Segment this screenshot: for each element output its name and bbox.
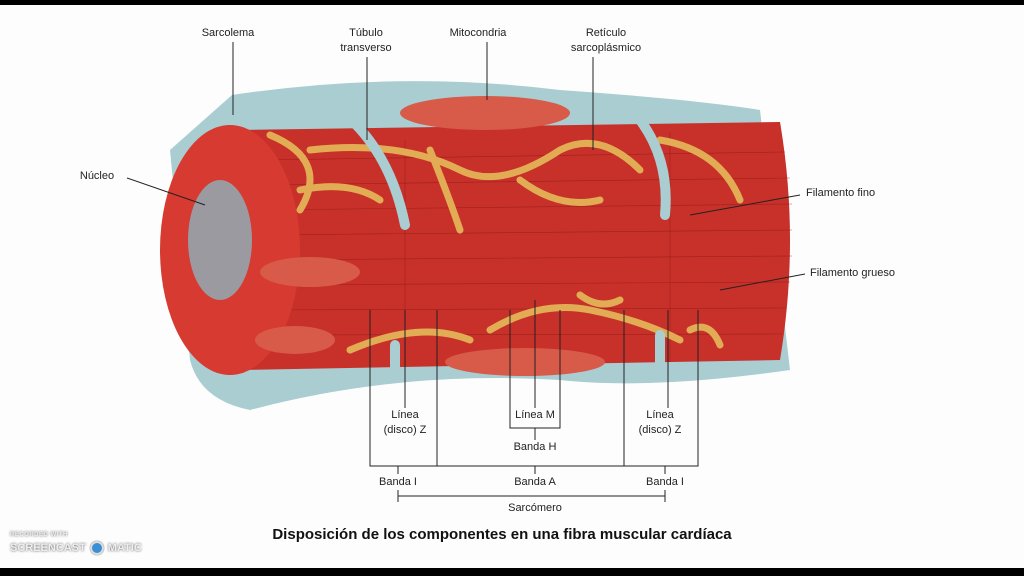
label-banda-i-left: Banda I <box>379 476 417 488</box>
label-reticulo-line2: sarcoplásmico <box>570 42 642 54</box>
label-linea-z-left-line1: Línea <box>391 409 419 421</box>
label-sarcomero: Sarcómero <box>508 502 562 514</box>
label-filamento-fino: Filamento fino <box>806 187 876 199</box>
label-reticulo-line1: Retículo <box>585 27 627 39</box>
watermark-left-text: SCREENCAST <box>10 542 86 554</box>
nucleus <box>188 180 252 300</box>
label-sarcolema: Sarcolema <box>201 27 255 39</box>
label-reticulo: Retículo sarcoplásmico <box>571 26 641 56</box>
screencast-watermark: RECORDED WITH SCREENCAST MATIC <box>10 532 142 555</box>
bottom-letterbox <box>0 568 1024 576</box>
label-linea-z-left: Línea (disco) Z <box>384 408 427 438</box>
figure-caption: Disposición de los componentes en una fi… <box>272 526 732 543</box>
label-tubulo: Túbulo transverso <box>340 26 391 56</box>
record-icon <box>89 541 104 555</box>
watermark-right-text: MATIC <box>107 542 142 554</box>
mitochondrion <box>400 96 570 130</box>
leader-lines <box>126 42 806 502</box>
label-linea-z-right: Línea (disco) Z <box>639 408 682 438</box>
label-linea-z-left-line2: (disco) Z <box>383 424 427 436</box>
label-tubulo-line2: transverso <box>340 42 392 54</box>
label-linea-z-right-line1: Línea <box>646 409 674 421</box>
label-banda-i-right: Banda I <box>646 476 684 488</box>
watermark-small-text: RECORDED WITH <box>10 532 68 538</box>
sarcoplasmic-reticulum <box>266 131 744 354</box>
mitochondrion <box>255 326 335 354</box>
label-tubulo-line1: Túbulo <box>349 27 383 39</box>
label-linea-z-right-line2: (disco) Z <box>638 424 682 436</box>
mitochondrion <box>260 257 360 287</box>
label-nucleo: Núcleo <box>79 170 115 182</box>
mitochondrion <box>445 348 605 376</box>
transverse-tubules <box>335 105 671 380</box>
label-filamento-grueso: Filamento grueso <box>810 267 895 279</box>
fiber-body <box>240 122 790 370</box>
label-linea-m: Línea M <box>515 409 555 421</box>
label-banda-a: Banda A <box>514 476 556 488</box>
label-banda-h: Banda H <box>513 441 557 453</box>
label-mitocondria: Mitocondria <box>449 27 507 39</box>
top-letterbox <box>0 0 1024 5</box>
